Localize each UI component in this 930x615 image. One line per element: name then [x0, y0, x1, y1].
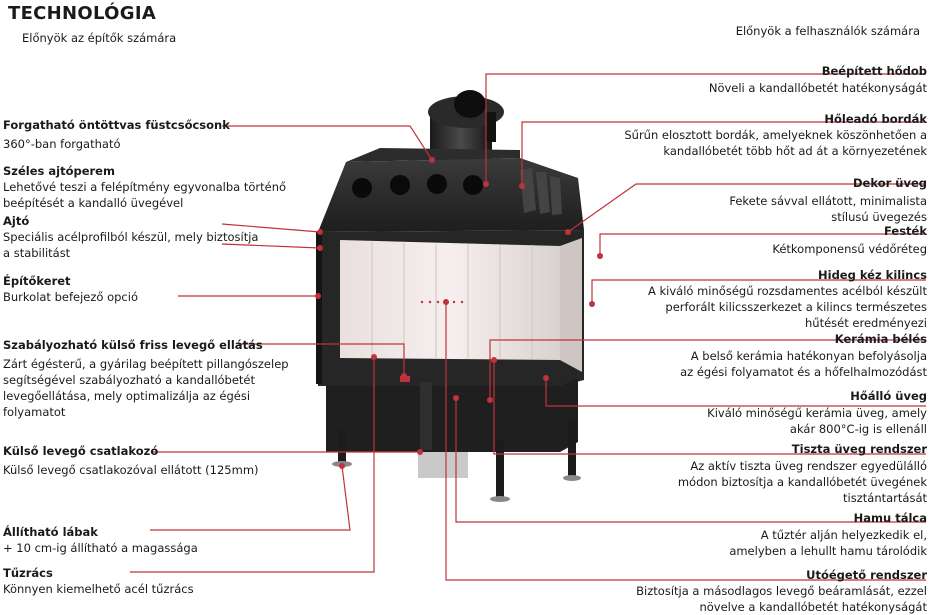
- feature-description: A kiváló minőségű rozsdamentes acélból k…: [647, 284, 927, 330]
- page-title: TECHNOLÓGIA: [8, 3, 157, 24]
- feature-heading: Tűzrács: [3, 566, 53, 580]
- feature-description: + 10 cm-ig állítható a magassága: [3, 541, 198, 555]
- builders-subtitle: Előnyök az építők számára: [22, 31, 177, 45]
- callout-dots: [315, 157, 603, 469]
- feature-external-air-supply: Szabályozható külső friss levegő ellátás…: [3, 338, 303, 420]
- feature-description: Burkolat befejező opció: [3, 290, 138, 304]
- feature-heading: Hőleadó bordák: [824, 112, 927, 126]
- feature-description: Kétkomponensű védőréteg: [772, 242, 927, 256]
- feature-external-air-connector: Külső levegő csatlakozó Külső levegő csa…: [3, 444, 303, 478]
- feature-heading: Hőálló üveg: [850, 389, 927, 403]
- feature-heat-ribs: Hőleadó bordák Sűrűn elosztott bordák, a…: [597, 112, 927, 159]
- callout-lines: [130, 73, 926, 581]
- feature-paint: Festék Kétkomponensű védőréteg: [627, 224, 927, 257]
- feature-heading: Szabályozható külső friss levegő ellátás: [3, 338, 263, 352]
- feature-afterburn-system: Utóégető rendszer Biztosítja a másodlago…: [597, 568, 927, 615]
- feature-heading: Széles ajtóperem: [3, 164, 115, 178]
- feature-description: Könnyen kiemelhető acél tűzrács: [3, 582, 194, 596]
- feature-description: Lehetővé teszi a felépítmény egyvonalba …: [3, 180, 287, 210]
- feature-decor-glass: Dekor üveg Fekete sávval ellátott, minim…: [627, 176, 927, 225]
- feature-cool-handle: Hideg kéz kilincs A kiváló minőségű rozs…: [597, 268, 927, 331]
- heat-drum-hood: [318, 148, 584, 232]
- feature-description: Zárt égésterű, a gyárilag beépített pill…: [3, 357, 289, 419]
- fireplace-body: [316, 230, 584, 502]
- feature-heading: Hamu tálca: [853, 511, 927, 525]
- feature-heading: Kerámia bélés: [834, 332, 927, 346]
- feature-ash-tray: Hamu tálca A tűztér alján helyezkedik el…: [597, 511, 927, 559]
- feature-installation-frame: Építőkeret Burkolat befejező opció: [3, 274, 303, 305]
- feature-heat-resistant-glass: Hőálló üveg Kiváló minőségű kerámia üveg…: [597, 389, 927, 437]
- feature-heading: Beépített hődob: [821, 64, 927, 78]
- feature-flue-collar: Forgatható öntöttvas füstcsőcsonk 360°-b…: [3, 118, 303, 152]
- feature-heading: Állítható lábak: [3, 525, 98, 539]
- feature-heading: Forgatható öntöttvas füstcsőcsonk: [3, 118, 230, 132]
- feature-description: Külső levegő csatlakozóval ellátott (125…: [3, 463, 259, 477]
- users-subtitle: Előnyök a felhasználók számára: [735, 24, 920, 38]
- feature-heading: Ajtó: [3, 214, 30, 228]
- feature-description: 360°-ban forgatható: [3, 137, 121, 151]
- feature-description: Fekete sávval ellátott, minimalista stíl…: [729, 194, 927, 224]
- feature-description: Sűrűn elosztott bordák, amelyeknek köszö…: [624, 128, 927, 158]
- feature-heat-drum: Beépített hődob Növeli a kandallóbetét h…: [597, 64, 927, 96]
- feature-clean-glass-system: Tiszta üveg rendszer Az aktív tiszta üve…: [597, 442, 927, 506]
- feature-heading: Dekor üveg: [853, 176, 927, 190]
- feature-ceramic-lining: Kerámia bélés A belső kerámia hatékonyan…: [597, 332, 927, 380]
- feature-heading: Utóégető rendszer: [806, 568, 927, 582]
- feature-description: A belső kerámia hatékonyan befolyásolja …: [680, 349, 927, 379]
- feature-adjustable-legs: Állítható lábak + 10 cm-ig állítható a m…: [3, 525, 303, 556]
- feature-door: Ajtó Speciális acélprofilból készül, mel…: [3, 214, 303, 261]
- feature-fire-grate: Tűzrács Könnyen kiemelhető acél tűzrács: [3, 566, 303, 597]
- flue-pipe: [428, 90, 504, 164]
- feature-description: Kiváló minőségű kerámia üveg, amely akár…: [707, 406, 927, 436]
- feature-heading: Tiszta üveg rendszer: [791, 442, 927, 456]
- feature-heading: Építőkeret: [3, 274, 71, 288]
- feature-description: Biztosítja a másodlagos levegő beáramlás…: [636, 584, 927, 614]
- feature-description: Speciális acélprofilból készül, mely biz…: [3, 230, 259, 260]
- feature-description: A tűztér alján helyezkedik el, amelyben …: [729, 528, 927, 558]
- feature-description: Az aktív tiszta üveg rendszer egyedüláll…: [677, 459, 927, 505]
- feature-wide-door-edge: Széles ajtóperem Lehetővé teszi a felépí…: [3, 164, 303, 211]
- feature-heading: Hideg kéz kilincs: [818, 268, 927, 282]
- feature-heading: Külső levegő csatlakozó: [3, 444, 159, 458]
- feature-description: Növeli a kandallóbetét hatékonyságát: [708, 81, 927, 95]
- feature-heading: Festék: [884, 224, 927, 238]
